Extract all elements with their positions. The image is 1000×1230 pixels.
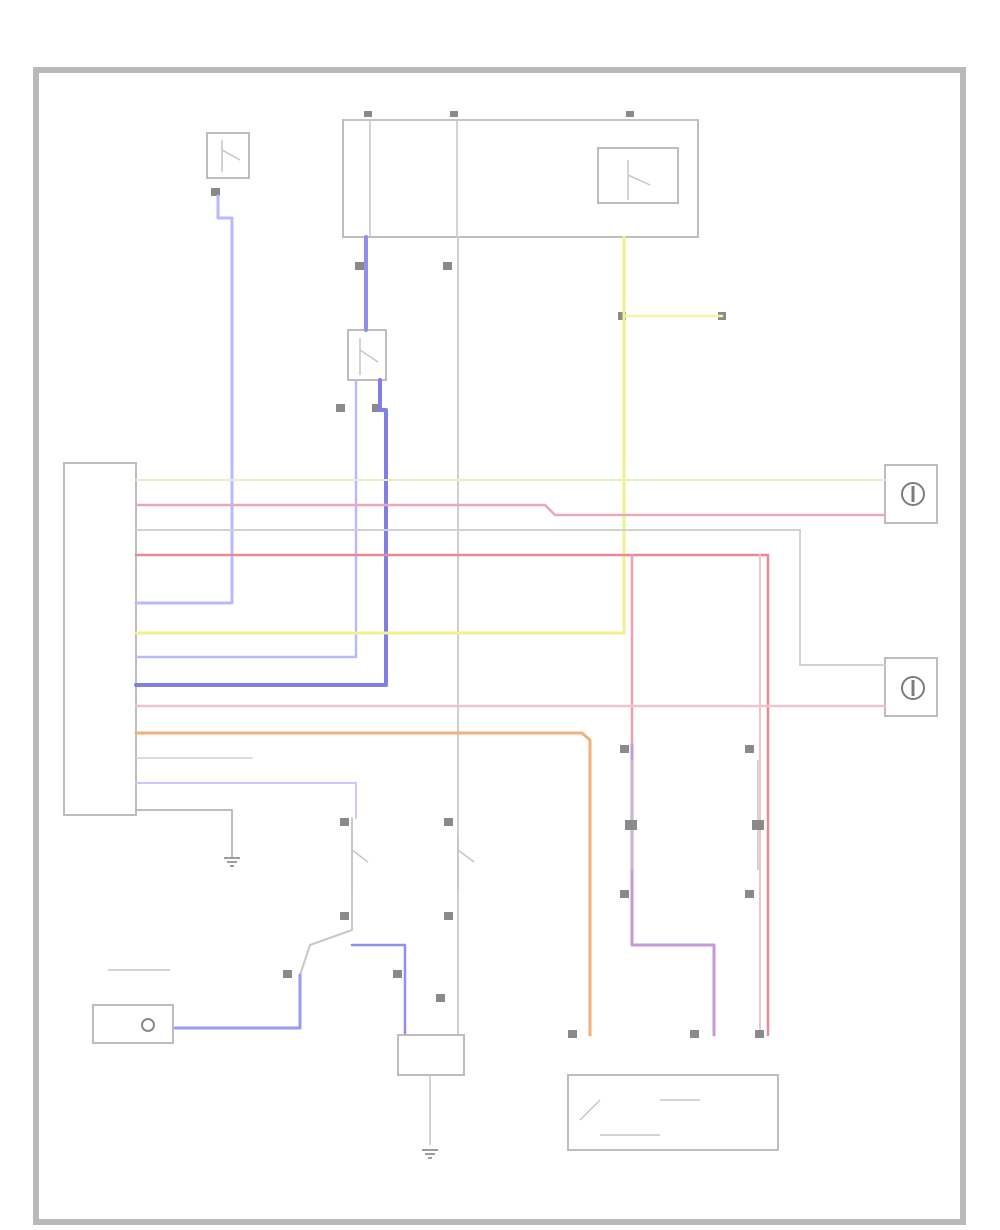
wire-orange [134, 731, 592, 1037]
wire-gray-ground [135, 809, 233, 859]
wire-pink-1 [134, 503, 887, 517]
wire-blue-to-cu [134, 378, 388, 687]
ignition-fuse-block [342, 111, 699, 270]
connector-pin [336, 404, 345, 412]
wire-lightblue-2 [135, 782, 357, 819]
wire-red-1 [134, 553, 770, 1037]
wire-purple-relay-left [630, 743, 716, 1037]
lamp-relay-right [745, 745, 764, 898]
wire-blue-steering [134, 194, 234, 605]
connector-pin [450, 111, 458, 117]
wire-gray-1 [135, 529, 886, 666]
front-relay [444, 818, 475, 920]
lamp-relay-left [620, 745, 637, 898]
steering-switch-lower [92, 969, 402, 1044]
right-headlamp [884, 464, 938, 524]
steering-switch [206, 132, 250, 196]
diagram-frame [33, 67, 966, 1225]
left-headlamp [884, 657, 938, 717]
wire-blue-lower [173, 973, 302, 1030]
wire-lightblue-hs [134, 378, 358, 659]
wire-gray-lower [299, 817, 353, 976]
left-ground [224, 857, 240, 867]
connector-pin [372, 404, 381, 412]
lighting-switch-relay [340, 818, 369, 920]
bottom-ground [422, 1149, 438, 1159]
connector-pin [626, 111, 634, 117]
connector-pin [355, 262, 364, 270]
relay-switch-box [597, 147, 679, 204]
combination-switch [567, 1030, 779, 1151]
connector-pin [443, 262, 452, 270]
control-unit [63, 462, 137, 816]
wire-blue-to-relay [350, 943, 407, 1037]
connector-pin [364, 111, 372, 117]
connector-pin [211, 188, 220, 196]
relay-module [397, 994, 465, 1145]
wire-yellow-relay [134, 235, 626, 635]
